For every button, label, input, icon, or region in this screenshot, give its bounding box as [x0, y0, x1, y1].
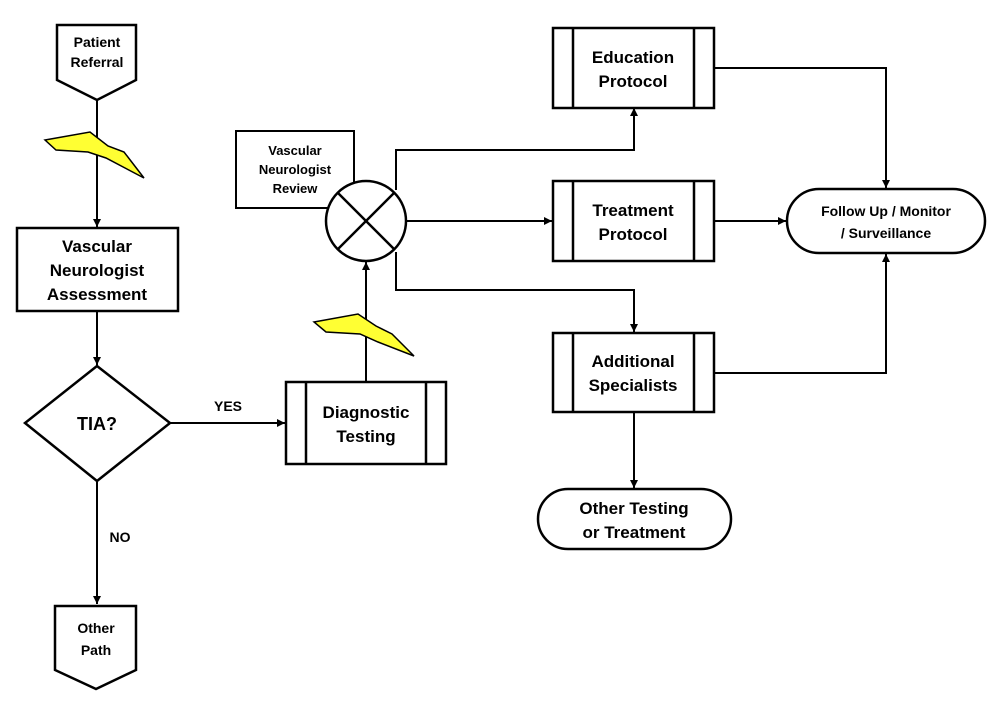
other-testing-line2: or Treatment: [583, 523, 686, 542]
education-line1: Education: [592, 48, 674, 67]
edge-specialists-to-follow-up: [714, 254, 890, 374]
tia-decision-label: TIA?: [77, 414, 117, 434]
diagnostic-line1: Diagnostic: [323, 403, 410, 422]
follow-up-line1: Follow Up / Monitor: [821, 203, 951, 219]
assessment-line1: Vascular: [62, 237, 132, 256]
review-line1: Vascular: [268, 143, 322, 158]
treatment-protocol-node: Treatment Protocol: [551, 179, 716, 263]
lightning-bolt-icon: [312, 313, 415, 357]
edge-education-to-follow-up: [714, 67, 890, 188]
yes-edge-label: YES: [214, 398, 242, 414]
review-line3: Review: [273, 181, 319, 196]
education-line2: Protocol: [599, 72, 668, 91]
connectors: [93, 67, 890, 604]
other-path-line1: Other: [77, 620, 115, 636]
diagnostic-testing-node: Diagnostic Testing: [284, 380, 448, 466]
follow-up-node: Follow Up / Monitor / Surveillance: [785, 187, 987, 255]
follow-up-line2: / Surveillance: [841, 225, 931, 241]
specialists-line2: Specialists: [589, 376, 678, 395]
lightning-bolt-icon: [43, 131, 145, 179]
other-testing-node: Other Testing or Treatment: [536, 487, 733, 551]
review-line2: Neurologist: [259, 162, 332, 177]
additional-specialists-node: Additional Specialists: [551, 331, 716, 414]
education-protocol-node: Education Protocol: [551, 26, 716, 110]
other-path-node: Other Path: [53, 604, 138, 691]
assessment-node: Vascular Neurologist Assessment: [15, 226, 180, 313]
no-edge-label: NO: [110, 529, 131, 545]
patient-referral-line1: Patient: [74, 34, 121, 50]
edge-review-to-specialists: [395, 252, 638, 332]
patient-referral-node: Patient Referral: [55, 23, 138, 102]
treatment-line2: Protocol: [599, 225, 668, 244]
assessment-line3: Assessment: [47, 285, 148, 304]
other-testing-line1: Other Testing: [579, 499, 688, 518]
patient-referral-line2: Referral: [71, 54, 124, 70]
diagnostic-line2: Testing: [336, 427, 395, 446]
other-path-line2: Path: [81, 642, 111, 658]
treatment-line1: Treatment: [592, 201, 674, 220]
summing-junction-icon: [324, 179, 408, 263]
tia-decision-node: TIA?: [22, 364, 173, 483]
assessment-line2: Neurologist: [50, 261, 145, 280]
specialists-line1: Additional: [591, 352, 674, 371]
edge-review-to-education: [395, 108, 638, 190]
